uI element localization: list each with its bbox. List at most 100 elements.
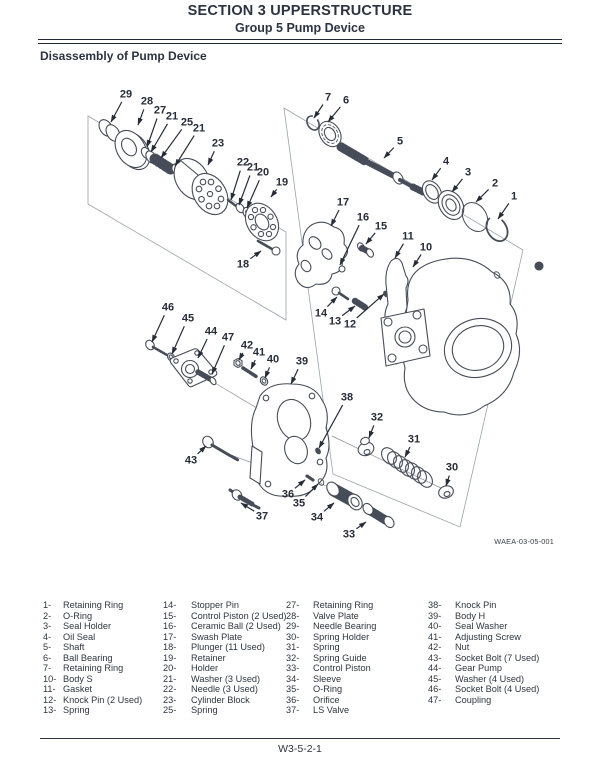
callout-21: 21 [150,111,178,153]
part-number: 1- [43,600,52,610]
part-entry: 11-Gasket [43,684,142,695]
part-name: Ball Bearing [63,652,113,663]
part-entry: 34-Sleeve [286,674,376,685]
svg-text:1: 1 [511,191,517,203]
part-name: Gasket [63,684,93,695]
svg-text:13: 13 [329,316,341,328]
part-name: Control Piston (2 Used) [191,610,287,621]
part-number: 31- [286,642,300,653]
part-number: 42- [428,642,442,653]
callout-46: 46 [151,302,174,343]
part-number: 29- [286,621,300,632]
part-entry: 31- Spring [286,642,376,653]
callout-20: 20 [246,167,269,209]
part-number: 39- [428,610,442,621]
part-17-swash-plate [294,221,349,289]
part-entry: 43-Socket Bolt (7 Used) [428,653,539,664]
part-entry: 46-Socket Bolt (4 Used) [428,684,539,695]
part-number: 28- [286,610,300,621]
part-name: Shaft [63,642,85,653]
part-name: Needle (3 Used) [191,684,258,695]
part-number: 30- [286,631,300,642]
callout-15: 15 [365,221,387,245]
part-name: O-Ring [313,684,343,695]
part-entry: 29-Needle Bearing [286,621,376,632]
svg-text:2: 2 [492,178,498,190]
part-10-body-s [380,257,544,416]
part-entry: 4-Oil Seal [43,632,142,643]
part-name: Retaining Ring [63,600,124,610]
header-rule [38,39,562,44]
part-number: 23- [163,694,177,705]
part-name: Spring [63,705,90,716]
part-18-plunger [256,239,281,256]
part-number: 34- [286,673,300,684]
callout-16: 16 [339,212,369,266]
part-entry: 7- Retaining Ring [43,663,142,674]
svg-text:34: 34 [311,512,324,524]
part-number: 22- [163,684,177,695]
figure-code: WAEA-03-05-001 [494,537,554,546]
part-16-ceramic-ball [338,265,346,273]
part-entry: 12-Knock Pin (2 Used) [43,695,142,706]
svg-text:41: 41 [253,347,265,359]
part-number: 3- [43,621,52,632]
part-38-knock-pin [315,447,321,455]
part-name: Retaining Ring [63,663,124,674]
svg-text:37: 37 [256,511,268,523]
part-name: Spring [191,705,218,716]
svg-text:10: 10 [420,242,432,254]
part-number: 36- [286,694,300,705]
part-name: Seal Holder [63,621,112,632]
callout-4: 4 [431,156,450,181]
part-name: Knock Pin [455,600,497,610]
callout-7: 7 [313,92,331,119]
callout-41: 41 [250,347,265,370]
svg-text:12: 12 [344,319,356,331]
part-entry: 27-Retaining Ring [286,600,376,611]
part-3-seal-holder [437,189,465,221]
part-entry: 16-Ceramic Ball (2 Used) [163,621,287,632]
part-entry: 37-LS Valve [286,705,376,716]
svg-text:3: 3 [465,167,471,179]
callout-37: 37 [240,502,268,523]
svg-text:33: 33 [343,529,355,541]
part-number: 7- [43,663,52,674]
part-entry: 30-Spring Holder [286,632,376,643]
svg-text:22: 22 [237,157,249,169]
callout-38: 38 [318,392,353,449]
section-title: SECTION 3 UPPERSTRUCTURE [187,3,413,19]
callout-23: 23 [207,138,224,166]
part-name: Washer (4 Used) [455,673,525,684]
part-number: 20- [163,663,177,674]
part-name: Ceramic Ball (2 Used) [191,621,281,632]
callout-3: 3 [451,167,471,193]
part-name: Spring [313,642,340,653]
callout-47: 47 [211,332,234,375]
part-entry: 21-Washer (3 Used) [163,674,287,685]
part-number: 44- [428,663,442,674]
part-30-spring-holder [438,485,454,499]
part-name: Socket Bolt (7 Used) [455,652,540,663]
part-5-shaft [336,142,427,196]
svg-text:32: 32 [371,412,383,424]
part-number: 45- [428,673,442,684]
svg-text:42: 42 [241,340,253,352]
svg-text:38: 38 [341,392,353,404]
svg-text:43: 43 [185,455,197,467]
part-entry: 18-Plunger (11 Used) [163,642,287,653]
part-31-spring [381,447,433,488]
part-number: 41- [428,631,442,642]
part-entry: 3- Seal Holder [43,621,142,632]
part-number: 38- [428,600,442,610]
svg-text:45: 45 [182,313,194,325]
part-23-cylinder-block [173,157,229,216]
part-entry: 45- Washer (4 Used) [428,674,539,685]
part-entry: 28-Valve Plate [286,611,376,622]
part-name: LS Valve [313,705,350,716]
svg-text:46: 46 [162,302,174,314]
callout-31: 31 [404,434,420,458]
